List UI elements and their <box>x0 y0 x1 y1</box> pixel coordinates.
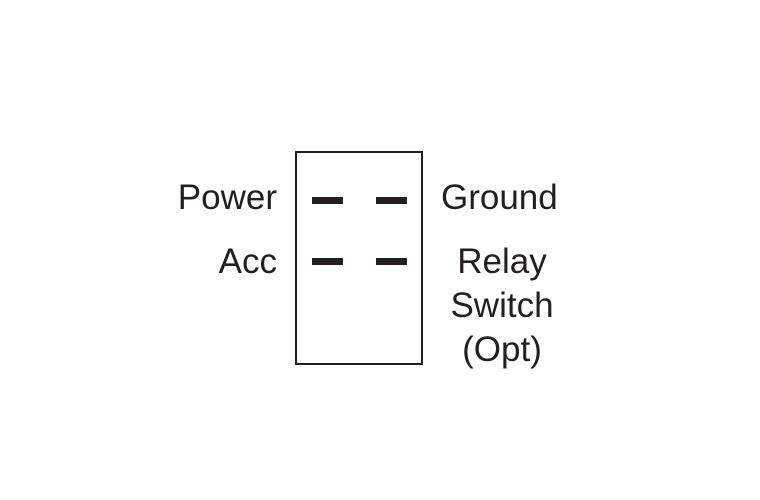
acc-terminal <box>312 258 343 265</box>
ground-label: Ground <box>441 178 558 217</box>
relay-switch-label: Relay Switch (Opt) <box>441 240 563 372</box>
relay-label-line: Switch <box>450 286 554 325</box>
acc-label: Acc <box>218 242 277 281</box>
power-label: Power <box>177 178 277 217</box>
relay-label-line: (Opt) <box>462 330 542 369</box>
relay-switch-terminal <box>376 258 407 265</box>
ground-terminal <box>376 197 407 204</box>
power-terminal <box>312 197 343 204</box>
relay-label-line: Relay <box>457 242 547 281</box>
